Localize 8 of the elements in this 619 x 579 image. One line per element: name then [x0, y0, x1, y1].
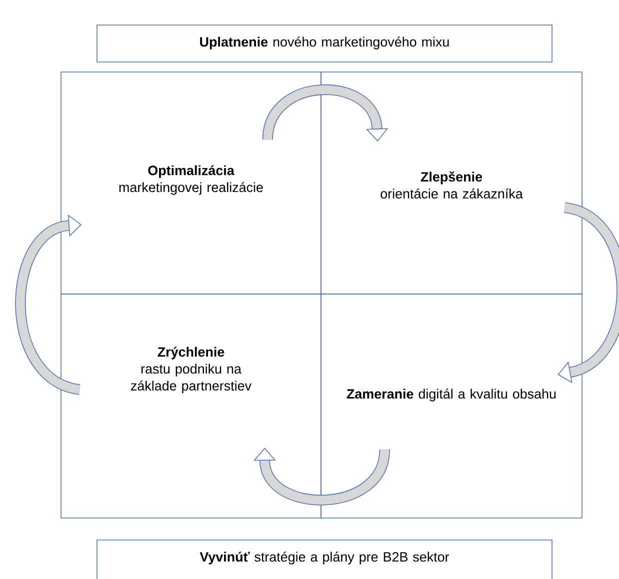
title-box: Vyvinúť stratégie a plány pre B2B sektor [96, 540, 552, 579]
title-box: Uplatnenie nového marketingového mixu [96, 24, 552, 62]
curved-arrow [254, 448, 390, 506]
quadrant-cell: Zameranie digitál a kvalitu obsahu [320, 294, 582, 518]
quadrant-cell: Zlepšenie orientácie na zákazníka [320, 72, 582, 294]
quadrant-cell: Optimalizácia marketingovej realizácie [60, 72, 322, 294]
quadrant-cell: Zrýchlenie rastu podniku na základe partnerstiev [60, 294, 322, 518]
curved-arrow [558, 202, 619, 384]
